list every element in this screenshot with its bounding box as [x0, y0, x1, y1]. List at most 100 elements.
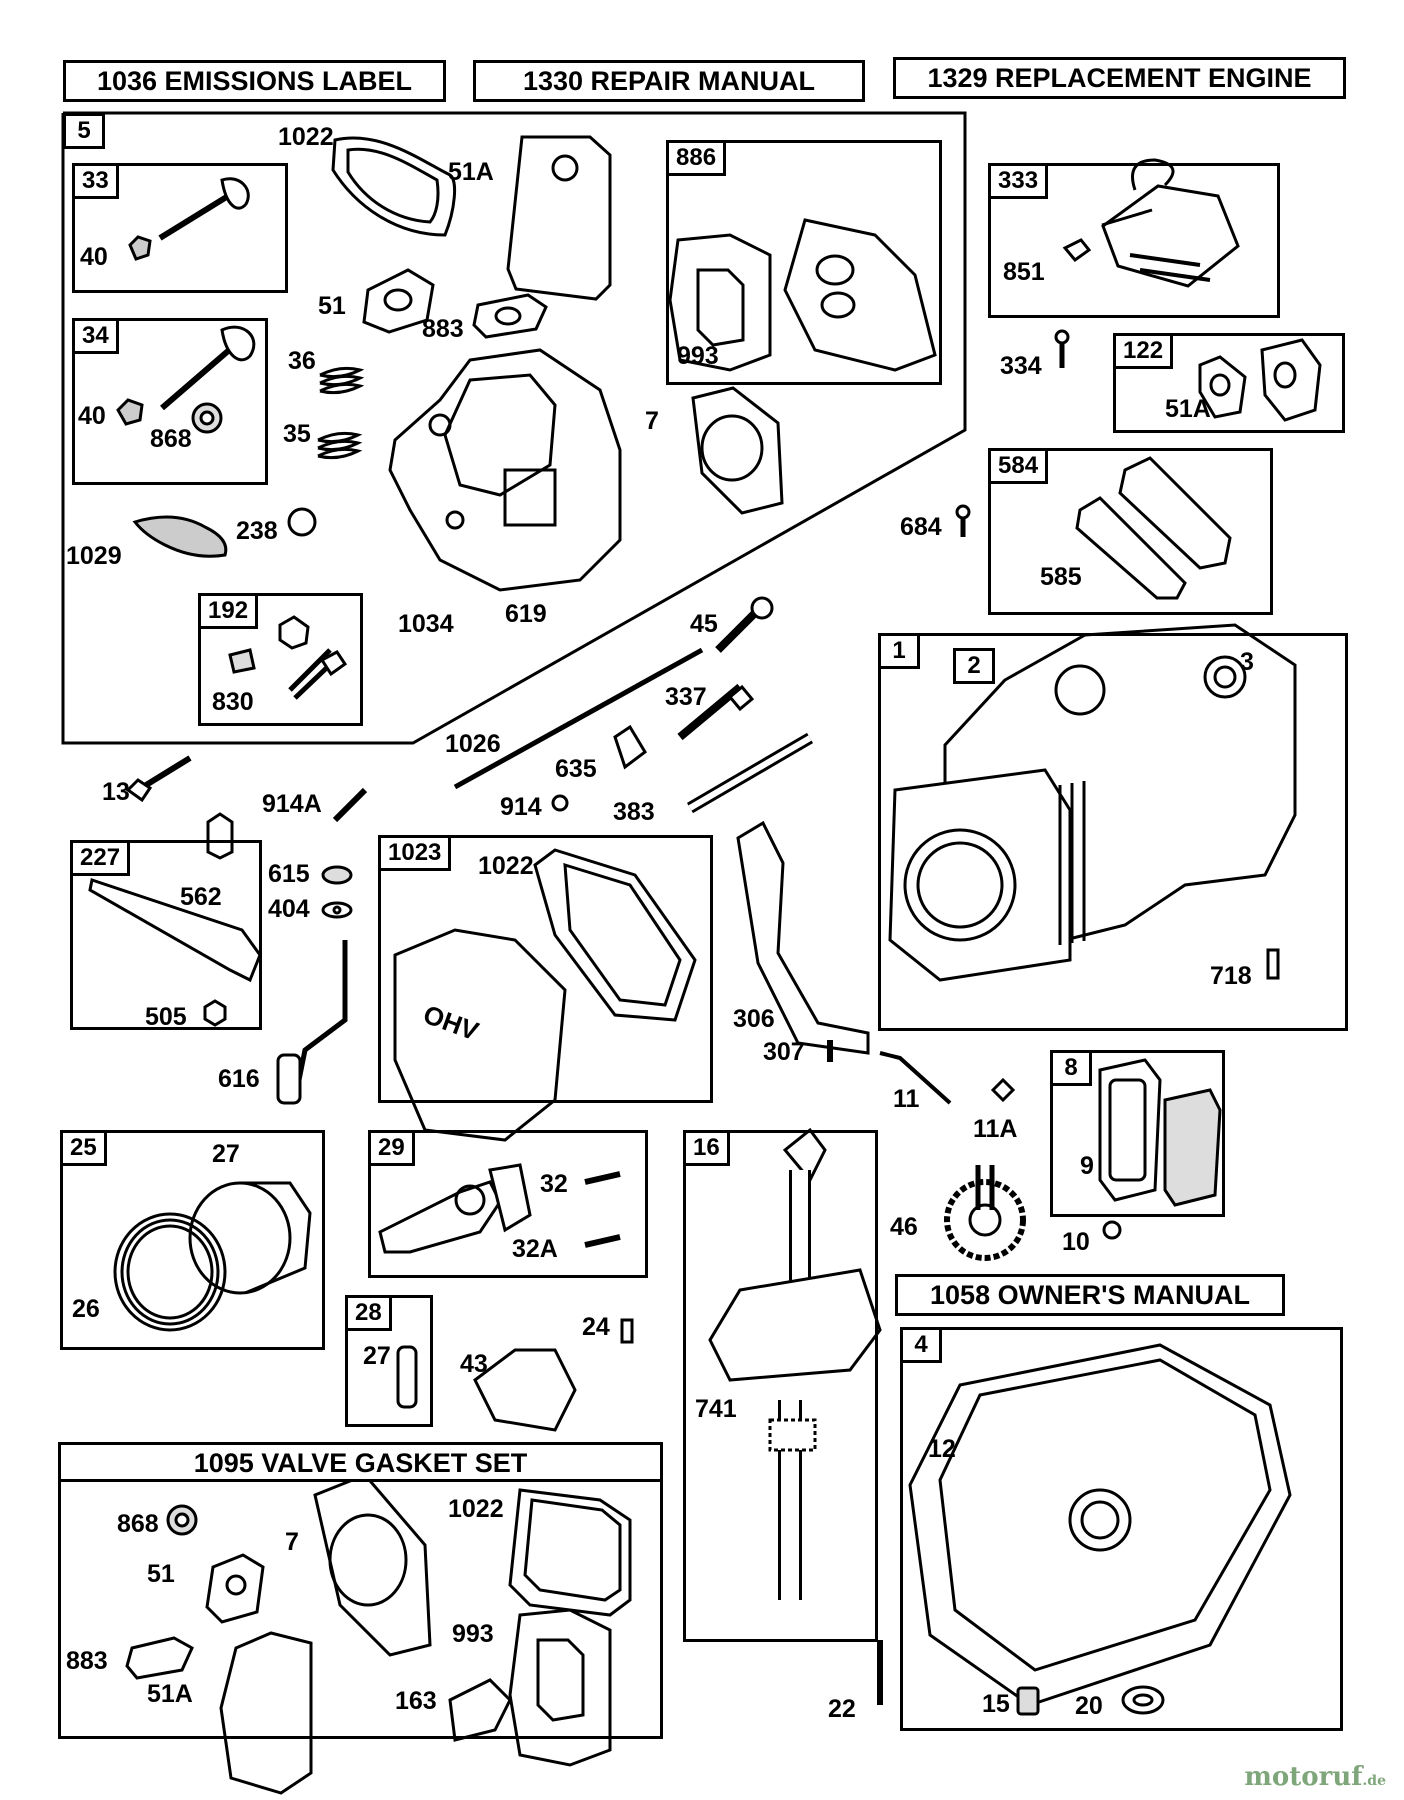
part-32: 32: [540, 1170, 568, 1198]
box-227-label: 227: [70, 840, 131, 876]
box-1023-label: 1023: [378, 835, 452, 871]
box-28-label: 28: [345, 1295, 392, 1331]
box-33-label: 33: [72, 163, 119, 199]
part-10: 10: [1062, 1228, 1090, 1256]
part-15: 15: [982, 1690, 1010, 1718]
part-337: 337: [665, 683, 707, 711]
box-227: 227: [70, 840, 262, 1030]
part-27: 27: [212, 1140, 240, 1168]
part-51a: 51A: [448, 158, 494, 186]
part-26: 26: [72, 1295, 100, 1323]
part-9: 9: [1080, 1152, 1094, 1180]
owners-manual-header: 1058 OWNER'S MANUAL: [895, 1274, 1285, 1316]
box-25-label: 25: [60, 1130, 107, 1166]
part-46: 46: [890, 1213, 918, 1241]
box-122-label: 122: [1113, 333, 1174, 369]
box-4-label: 4: [900, 1327, 942, 1363]
part-334: 334: [1000, 352, 1042, 380]
part-741: 741: [695, 1395, 737, 1423]
part-11: 11: [893, 1085, 920, 1113]
box-16: 16: [683, 1130, 878, 1642]
part-830: 830: [212, 688, 254, 716]
box-28: 28: [345, 1295, 433, 1427]
watermark-brand: motoruf: [1244, 1762, 1363, 1792]
part-3: 3: [1240, 648, 1254, 676]
emissions-label-header: 1036 EMISSIONS LABEL: [63, 60, 446, 102]
box-34: 34: [72, 318, 268, 485]
part-163: 163: [395, 1687, 437, 1715]
box-29-label: 29: [368, 1130, 415, 1166]
box-333: 333: [988, 163, 1280, 318]
part-51: 51: [147, 1560, 175, 1588]
part-635: 635: [555, 755, 597, 783]
box-29: 29: [368, 1130, 648, 1278]
part-307: 307: [763, 1038, 805, 1066]
part-404: 404: [268, 895, 310, 923]
box-192-label: 192: [198, 593, 259, 629]
repair-manual-header: 1330 REPAIR MANUAL: [473, 60, 865, 102]
watermark: motoruf.de: [1244, 1762, 1386, 1792]
part-1022: 1022: [278, 123, 334, 151]
part-718: 718: [1210, 962, 1252, 990]
box-886: 886: [666, 140, 942, 385]
box-1: 1: [878, 633, 1348, 1031]
part-1029: 1029: [66, 542, 122, 570]
part-615: 615: [268, 860, 310, 888]
part-51: 51: [318, 292, 346, 320]
part-684: 684: [900, 513, 942, 541]
box-25: 25: [60, 1130, 325, 1350]
box-5-label: 5: [63, 113, 105, 149]
part-883: 883: [66, 1647, 108, 1675]
part-36: 36: [288, 347, 316, 375]
part-24: 24: [582, 1313, 610, 1341]
box-2-label: 2: [953, 648, 995, 684]
part-1022: 1022: [478, 852, 534, 880]
part-7: 7: [285, 1528, 299, 1556]
part-51a: 51A: [1165, 395, 1211, 423]
part-1034: 1034: [398, 610, 454, 638]
watermark-tld: .de: [1362, 1773, 1386, 1789]
part-868: 868: [150, 425, 192, 453]
box-584: 584: [988, 448, 1273, 615]
part-1022: 1022: [448, 1495, 504, 1523]
part-883: 883: [422, 315, 464, 343]
box-1023: 1023: [378, 835, 713, 1103]
part-619: 619: [505, 600, 547, 628]
part-585: 585: [1040, 563, 1082, 591]
part-51a: 51A: [147, 1680, 193, 1708]
box-886-label: 886: [666, 140, 727, 176]
box-valve-gasket-set: 1095 VALVE GASKET SET: [58, 1442, 663, 1739]
part-12: 12: [928, 1435, 956, 1463]
box-1-label: 1: [878, 633, 920, 669]
part-13: 13: [102, 778, 130, 806]
part-45: 45: [690, 610, 718, 638]
part-993: 993: [677, 342, 719, 370]
box-34-label: 34: [72, 318, 119, 354]
replacement-engine-header: 1329 REPLACEMENT ENGINE: [893, 57, 1346, 99]
part-11a: 11A: [973, 1115, 1018, 1143]
box-584-label: 584: [988, 448, 1049, 484]
part-238: 238: [236, 517, 278, 545]
part-993: 993: [452, 1620, 494, 1648]
part-32a: 32A: [512, 1235, 558, 1263]
part-1026: 1026: [445, 730, 501, 758]
part-383: 383: [613, 798, 655, 826]
part-306: 306: [733, 1005, 775, 1033]
part-22: 22: [828, 1695, 856, 1723]
valve-gasket-set-header: 1095 VALVE GASKET SET: [58, 1442, 663, 1482]
part-35: 35: [283, 420, 311, 448]
box-16-label: 16: [683, 1130, 730, 1166]
box-33: 33: [72, 163, 288, 293]
box-8: 8: [1050, 1050, 1225, 1217]
part-505: 505: [145, 1003, 187, 1031]
part-914: 914: [500, 793, 542, 821]
part-562: 562: [180, 883, 222, 911]
part-40: 40: [78, 402, 106, 430]
box-4: 4: [900, 1327, 1343, 1731]
box-5-outline: [61, 111, 967, 745]
part-7: 7: [645, 407, 659, 435]
box-8-label: 8: [1050, 1050, 1092, 1086]
part-20: 20: [1075, 1692, 1103, 1720]
